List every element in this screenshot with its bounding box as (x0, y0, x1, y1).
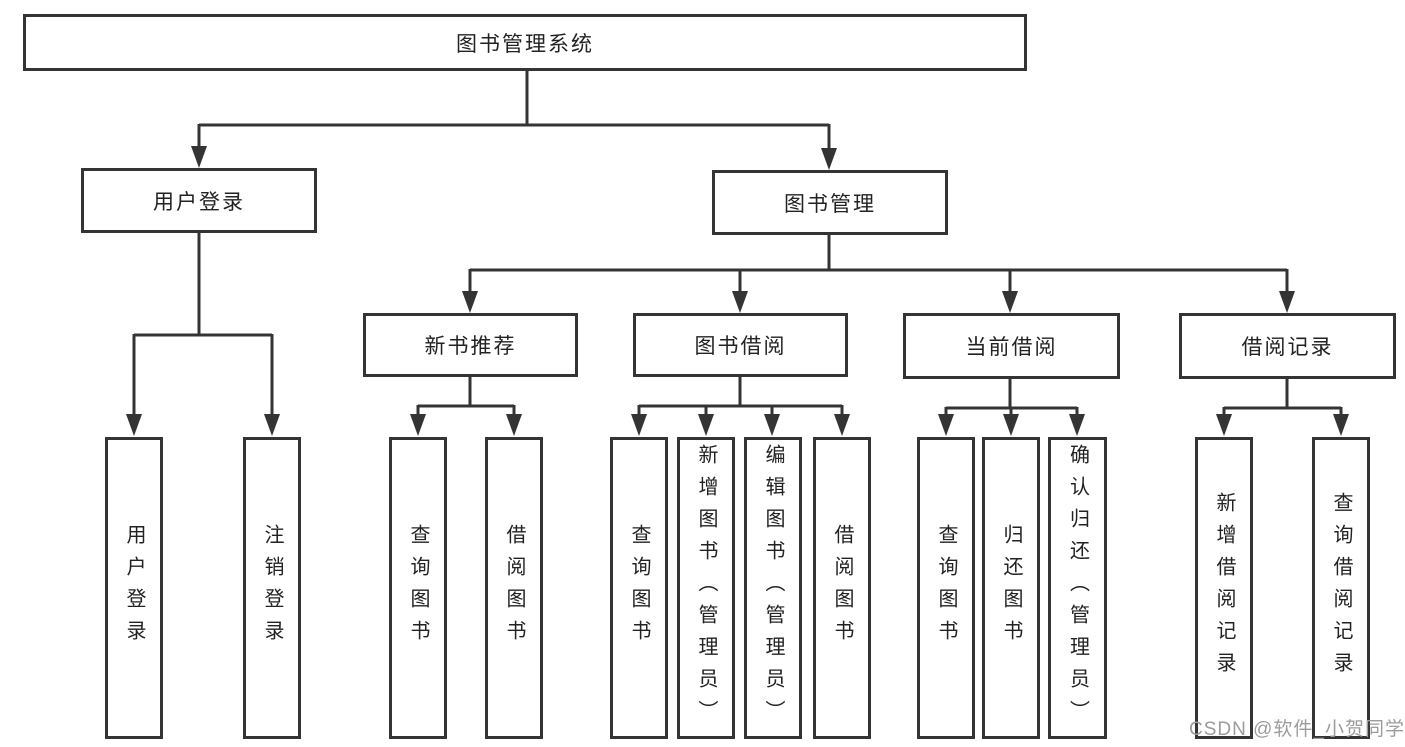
node-label: 当前借阅 (965, 336, 1058, 359)
node-new-book-recommend: 新书推荐 (363, 313, 578, 377)
leaf-logout: 注销登录 (243, 437, 301, 739)
node-label: 归还图书 (1000, 524, 1022, 652)
node-label: 图书借阅 (694, 335, 787, 358)
leaf-query-books-borrow: 查询图书 (610, 437, 668, 739)
node-label: 注销登录 (261, 524, 283, 652)
node-label: 借阅记录 (1241, 336, 1334, 359)
node-current-borrow: 当前借阅 (903, 313, 1120, 379)
csdn-watermark: CSDN @软件_小贺同学 (1189, 719, 1405, 740)
leaf-edit-book-admin: 编辑图书（管理员） (744, 437, 802, 739)
node-book-management: 图书管理 (712, 170, 948, 235)
node-label: 查询图书 (935, 524, 957, 652)
node-label: 查询图书 (628, 524, 650, 652)
leaf-borrow-book: 借阅图书 (813, 437, 871, 739)
node-library-system: 图书管理系统 (23, 14, 1027, 71)
node-label: 查询借阅记录 (1330, 492, 1352, 684)
leaf-borrow-book-recommend: 借阅图书 (485, 437, 543, 739)
node-label: 确认归还（管理员） (1066, 444, 1089, 732)
node-label: 借阅图书 (503, 524, 525, 652)
node-user-login: 用户登录 (81, 168, 317, 233)
node-book-borrow: 图书借阅 (633, 313, 848, 377)
node-label: 查询图书 (407, 524, 429, 652)
node-label: 用户登录 (153, 190, 245, 214)
node-label: 新书推荐 (424, 335, 517, 358)
node-borrow-records: 借阅记录 (1179, 313, 1396, 379)
node-label: 新增借阅记录 (1213, 492, 1235, 684)
node-label: 图书管理 (784, 192, 876, 216)
node-label: 用户登录 (123, 524, 145, 652)
leaf-query-books-recommend: 查询图书 (389, 437, 447, 739)
node-label: 借阅图书 (831, 524, 853, 652)
leaf-user-login: 用户登录 (105, 437, 163, 739)
leaf-add-book-admin: 新增图书（管理员） (677, 437, 735, 739)
node-label: 新增图书（管理员） (695, 444, 717, 732)
arrowheads (126, 146, 1349, 436)
leaf-add-borrow-record: 新增借阅记录 (1195, 437, 1253, 739)
node-label: 图书管理系统 (456, 32, 594, 56)
node-label: 编辑图书（管理员） (762, 444, 784, 732)
leaf-query-borrow-record: 查询借阅记录 (1312, 437, 1370, 739)
leaf-confirm-return-admin: 确认归还（管理员） (1048, 437, 1107, 739)
leaf-query-books-current: 查询图书 (917, 437, 975, 739)
leaf-return-book: 归还图书 (982, 437, 1040, 739)
